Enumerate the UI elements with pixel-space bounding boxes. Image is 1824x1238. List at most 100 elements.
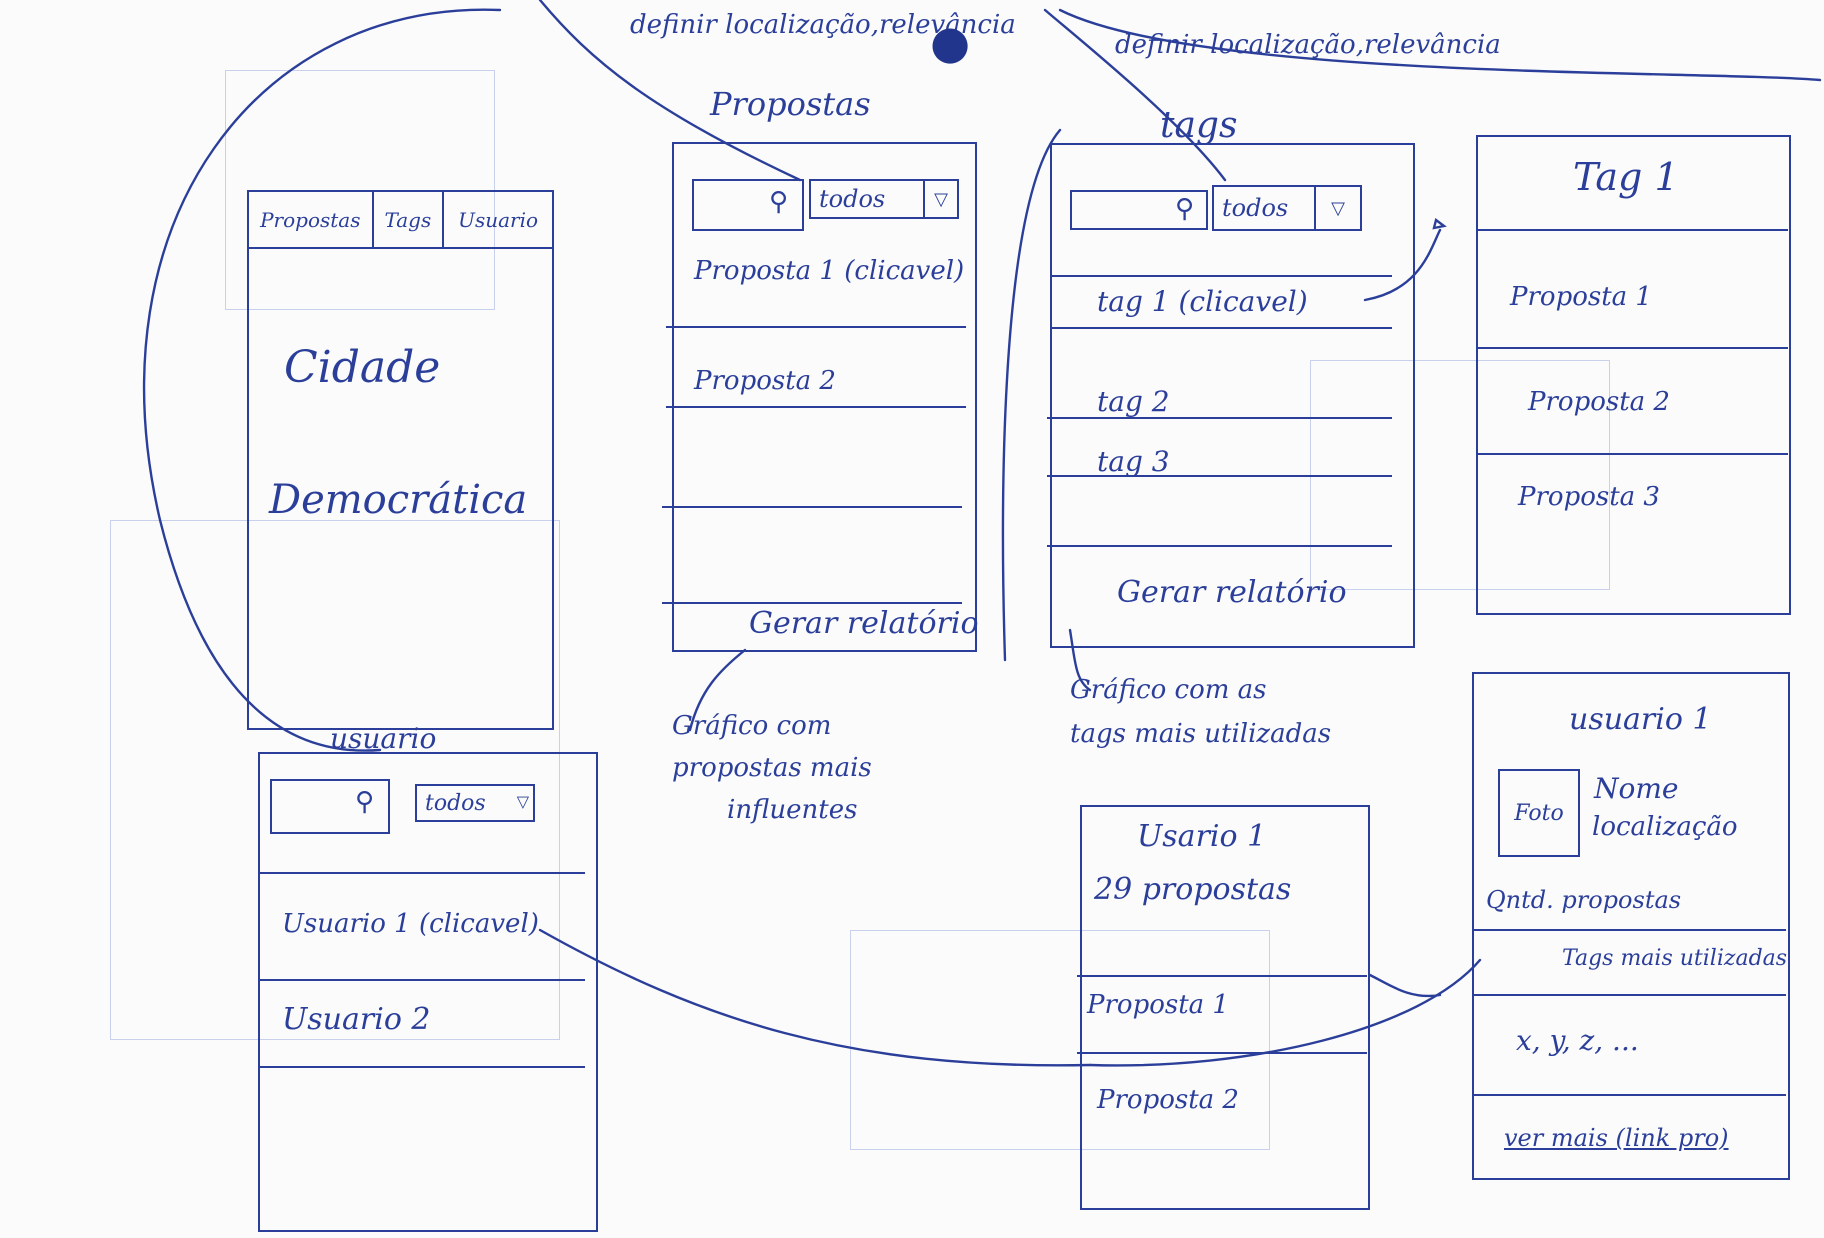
usuario-search-input[interactable]: ⚲ <box>270 779 390 834</box>
divider <box>1047 417 1392 419</box>
arrow-home-to-usuario <box>143 8 502 752</box>
divider <box>1047 475 1392 477</box>
tags-filter-value: todos <box>1222 194 1289 222</box>
arrow-tag1-to-detail <box>1363 228 1442 302</box>
user-name: Nome <box>1594 772 1679 805</box>
user-top-tags-values: x, y, z, ... <box>1516 1024 1639 1057</box>
divider <box>1077 1052 1367 1054</box>
search-icon: ⚲ <box>768 187 788 217</box>
arrow-tags-report-to-note <box>1068 628 1092 692</box>
user-proposals-title: Usario 1 <box>1137 819 1267 854</box>
divider <box>1052 327 1392 329</box>
tags-chart-note: Gráfico com as tags mais utilizadas <box>1070 668 1331 756</box>
divider <box>1052 275 1392 277</box>
top-note-left: definir localização,relevância <box>630 10 1016 40</box>
divider <box>666 326 966 328</box>
arrow-proposals-to-detail <box>1088 958 1482 1067</box>
propostas-search-input[interactable]: ⚲ <box>692 179 804 231</box>
divider <box>260 1066 585 1068</box>
divider <box>666 406 966 408</box>
user-proposals-frame: Usario 1 29 propostas Proposta 1 Propost… <box>1077 805 1370 1210</box>
top-note-underline <box>1058 8 1822 82</box>
propostas-filter-select[interactable]: todos ▽ <box>809 179 959 219</box>
faint-backside-frame <box>110 520 560 1040</box>
arrow-proposal1-link <box>1368 973 1442 998</box>
tags-heading: tags <box>1160 105 1238 146</box>
usuario-heading: usuario <box>330 722 437 755</box>
usuario-list-item-1[interactable]: Usuario 1 (clicavel) <box>282 909 539 939</box>
user-location: localização <box>1592 812 1738 842</box>
tags-search-input[interactable]: ⚲ <box>1070 190 1208 230</box>
arrow-to-tags-screen <box>1001 128 1062 662</box>
see-more-link[interactable]: ver mais (link pro) <box>1504 1124 1729 1152</box>
divider <box>1474 929 1786 931</box>
chevron-down-icon: ▽ <box>1314 187 1360 229</box>
divider <box>1047 545 1392 547</box>
home-tab-bar: Propostas Tags Usuario <box>249 192 552 249</box>
arrow-to-tags-filter <box>1043 8 1227 182</box>
tag-detail-item-1[interactable]: Proposta 1 <box>1510 282 1652 312</box>
divider <box>1077 975 1367 977</box>
user-proposals-count: 29 propostas <box>1094 872 1292 907</box>
user-detail-title: usuario 1 <box>1569 702 1712 737</box>
user-detail-frame: usuario 1 Foto Nome localização Qntd. pr… <box>1472 672 1790 1180</box>
note-line: propostas mais <box>672 753 872 783</box>
note-line: tags mais utilizadas <box>1070 719 1332 749</box>
divider <box>1478 347 1788 349</box>
user-photo: Foto <box>1498 769 1580 857</box>
arrow-report-to-note <box>688 648 747 732</box>
tab-usuario[interactable]: Usuario <box>458 207 539 232</box>
chevron-down-icon: ▽ <box>923 181 957 217</box>
tags-list-item-1[interactable]: tag 1 (clicavel) <box>1097 285 1308 318</box>
tags-report-button[interactable]: Gerar relatório <box>1117 575 1347 610</box>
divider <box>1474 1094 1786 1096</box>
usuario-list-item-2[interactable]: Usuario 2 <box>282 1002 431 1037</box>
propostas-list-item-1[interactable]: Proposta 1 (clicavel) <box>694 256 965 286</box>
tags-list-item-2[interactable]: tag 2 <box>1097 385 1170 418</box>
home-title-line1: Cidade <box>284 342 441 393</box>
tags-filter-select[interactable]: todos ▽ <box>1212 185 1362 231</box>
tag-detail-item-2[interactable]: Proposta 2 <box>1528 387 1670 417</box>
divider <box>1478 453 1788 455</box>
search-icon: ⚲ <box>1174 194 1194 224</box>
note-line: Gráfico com <box>672 711 832 741</box>
usuario-screen-frame: ⚲ todos ▽ Usuario 1 (clicavel) Usuario 2 <box>258 752 598 1232</box>
user-proposals-item-1[interactable]: Proposta 1 <box>1087 990 1229 1020</box>
faint-backside-frame <box>850 930 1270 1150</box>
tab-tags[interactable]: Tags <box>374 192 445 247</box>
scribble-blot-icon: ● <box>930 15 971 69</box>
divider <box>260 979 585 981</box>
arrowhead <box>1432 217 1447 230</box>
search-icon: ⚲ <box>354 787 374 817</box>
tags-screen-frame: ⚲ todos ▽ tag 1 (clicavel) tag 2 tag 3 G… <box>1047 143 1415 648</box>
propostas-filter-value: todos <box>819 185 886 213</box>
propostas-screen-frame: ⚲ todos ▽ Proposta 1 (clicavel) Proposta… <box>662 142 979 652</box>
propostas-report-button[interactable]: Gerar relatório <box>749 606 979 641</box>
divider <box>1474 994 1786 996</box>
arrow-to-propostas <box>538 0 802 182</box>
user-proposals-item-2[interactable]: Proposta 2 <box>1097 1085 1239 1115</box>
note-line: Gráfico com as <box>1070 675 1267 705</box>
note-line: influentes <box>727 795 858 825</box>
tag-detail-title: Tag 1 <box>1573 155 1679 199</box>
propostas-heading: Propostas <box>710 85 871 123</box>
usuario-filter-value: todos <box>425 790 486 816</box>
user-proposal-count: Qntd. propostas <box>1486 886 1682 914</box>
tag-detail-item-3[interactable]: Proposta 3 <box>1518 482 1660 512</box>
propostas-chart-note: Gráfico com propostas mais influentes <box>672 705 872 831</box>
arrow-usuario1-to-proposals <box>538 928 1092 1067</box>
divider <box>662 602 962 604</box>
tags-list-item-3[interactable]: tag 3 <box>1097 445 1170 478</box>
home-title-line2: Democrática <box>269 477 528 523</box>
top-note-right: definir localização,relevância <box>1115 30 1501 60</box>
tag-detail-frame: Tag 1 Proposta 1 Proposta 2 Proposta 3 <box>1476 135 1791 615</box>
propostas-list-item-2[interactable]: Proposta 2 <box>694 366 836 396</box>
user-top-tags-label: Tags mais utilizadas <box>1562 946 1788 971</box>
tab-propostas[interactable]: Propostas <box>249 192 374 247</box>
usuario-filter-select[interactable]: todos ▽ <box>415 784 535 822</box>
divider <box>662 506 962 508</box>
divider <box>260 872 585 874</box>
chevron-down-icon: ▽ <box>516 792 529 811</box>
